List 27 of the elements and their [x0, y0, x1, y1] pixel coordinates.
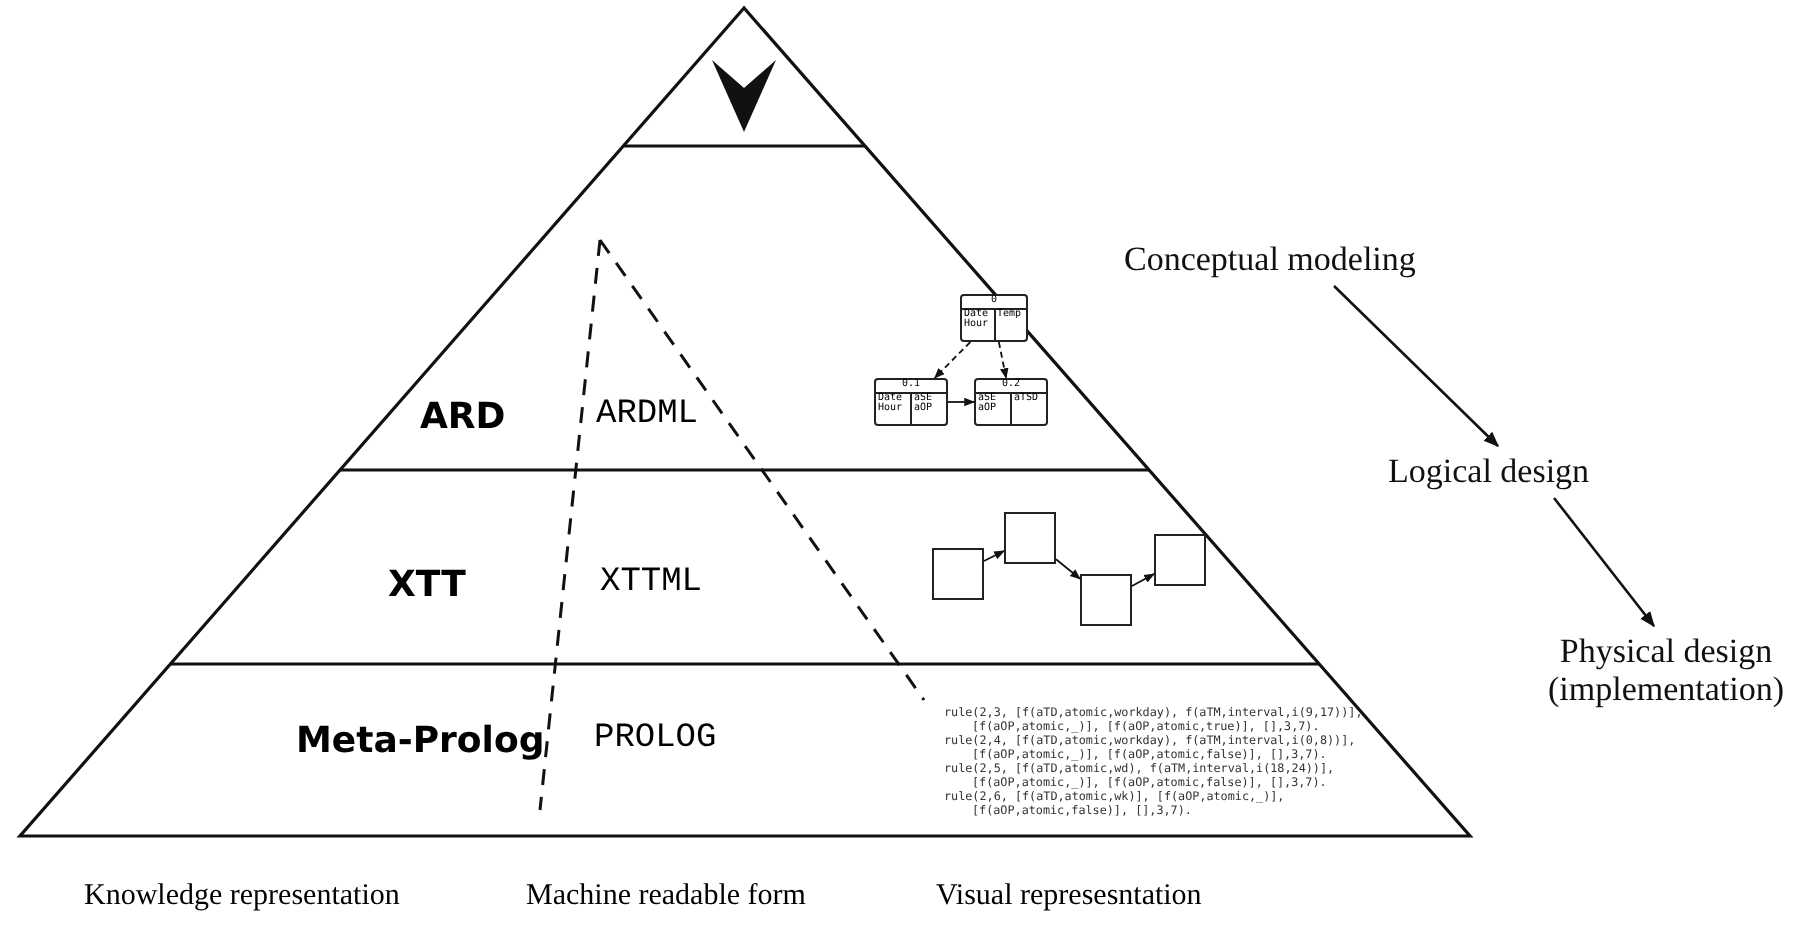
- empty-box: [1080, 574, 1132, 626]
- arrow: [1131, 573, 1155, 587]
- design-stage-label: Physical design (implementation): [1516, 632, 1812, 708]
- axis-caption: Visual represesntation: [936, 880, 1202, 914]
- empty-box: [1154, 534, 1206, 586]
- arrow: [933, 341, 972, 379]
- arrow: [1553, 497, 1655, 628]
- layer-label: Meta-Prolog: [296, 720, 545, 762]
- format-label: PROLOG: [594, 720, 717, 758]
- axis-caption: Knowledge representation: [84, 880, 400, 914]
- attribute-table: [874, 378, 948, 426]
- format-label: XTTML: [600, 564, 703, 602]
- empty-box: [932, 548, 984, 600]
- layer-label: XTT: [388, 564, 466, 606]
- arrow: [1333, 285, 1500, 448]
- attribute-table: [974, 378, 1048, 426]
- arrow: [947, 397, 976, 407]
- arrow: [1055, 558, 1081, 580]
- design-stage-label: Logical design: [1388, 452, 1608, 490]
- design-stage-label: Conceptual modeling: [1124, 240, 1424, 278]
- empty-box: [1004, 512, 1056, 564]
- attribute-table: [960, 294, 1028, 342]
- arrow: [997, 341, 1009, 380]
- layer-label: ARD: [420, 396, 506, 438]
- arrow: [983, 550, 1005, 562]
- axis-caption: Machine readable form: [526, 880, 806, 914]
- format-label: ARDML: [596, 396, 699, 434]
